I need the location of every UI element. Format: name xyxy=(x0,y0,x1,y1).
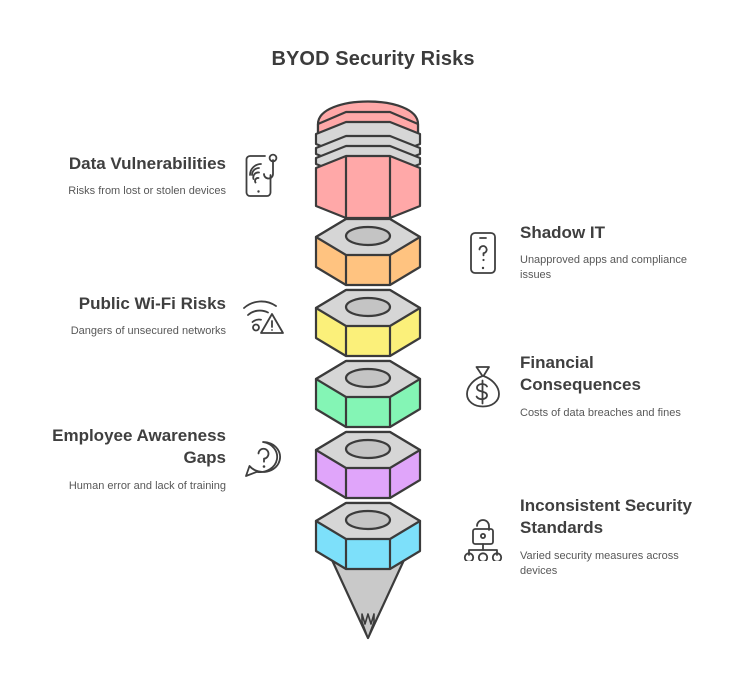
risk-item-employee-awareness-gaps[interactable]: Employee Awareness Gaps Human error and … xyxy=(18,425,286,494)
lock-hierarchy-icon xyxy=(460,511,506,563)
risk-label: Data Vulnerabilities xyxy=(68,153,226,173)
funnel-diagram xyxy=(296,82,458,644)
risk-description: Costs of data breaches and fines xyxy=(520,406,681,419)
risk-text-block: Employee Awareness Gaps Human error and … xyxy=(18,425,226,494)
phone-fingerprint-hook-icon xyxy=(240,150,286,202)
risk-text-block: Inconsistent Security Standards Varied s… xyxy=(520,495,720,579)
risk-item-shadow-it[interactable]: Shadow IT Unapproved apps and compliance… xyxy=(460,222,722,283)
page-title: BYOD Security Risks xyxy=(271,48,475,70)
risk-text-block: Public Wi-Fi Risks Dangers of unsecured … xyxy=(71,293,226,339)
segment-green xyxy=(314,359,422,429)
wifi-warning-icon xyxy=(240,290,286,342)
risk-description: Human error and lack of training xyxy=(68,479,226,492)
segment-purple xyxy=(314,430,422,500)
risk-label: Financial Consequences xyxy=(520,353,641,395)
risk-description: Risks from lost or stolen devices xyxy=(68,185,226,198)
segment-cyan xyxy=(314,501,422,571)
segment-pink xyxy=(314,100,422,220)
segment-orange xyxy=(314,217,422,287)
risk-item-inconsistent-security-standards[interactable]: Inconsistent Security Standards Varied s… xyxy=(460,495,728,579)
risk-item-public-wifi-risks[interactable]: Public Wi-Fi Risks Dangers of unsecured … xyxy=(18,290,286,342)
risk-text-block: Data Vulnerabilities Risks from lost or … xyxy=(68,153,226,199)
segment-yellow xyxy=(314,288,422,358)
risk-label: Shadow IT xyxy=(520,223,605,242)
phone-question-icon xyxy=(460,227,506,279)
risk-item-financial-consequences[interactable]: Financial Consequences Costs of data bre… xyxy=(460,352,722,421)
question-speech-bubble-icon xyxy=(240,433,286,485)
risk-description: Unapproved apps and compliance issues xyxy=(520,254,687,282)
risk-description: Dangers of unsecured networks xyxy=(70,325,226,338)
risk-label: Public Wi-Fi Risks xyxy=(78,293,226,313)
risk-label: Employee Awareness Gaps xyxy=(52,426,226,468)
risk-label: Inconsistent Security Standards xyxy=(520,496,692,538)
risk-text-block: Financial Consequences Costs of data bre… xyxy=(520,352,681,421)
risk-text-block: Shadow IT Unapproved apps and compliance… xyxy=(520,222,710,283)
money-bag-icon xyxy=(460,360,506,412)
risk-item-data-vulnerabilities[interactable]: Data Vulnerabilities Risks from lost or … xyxy=(18,150,286,202)
risk-description: Varied security measures across devices xyxy=(520,549,679,577)
